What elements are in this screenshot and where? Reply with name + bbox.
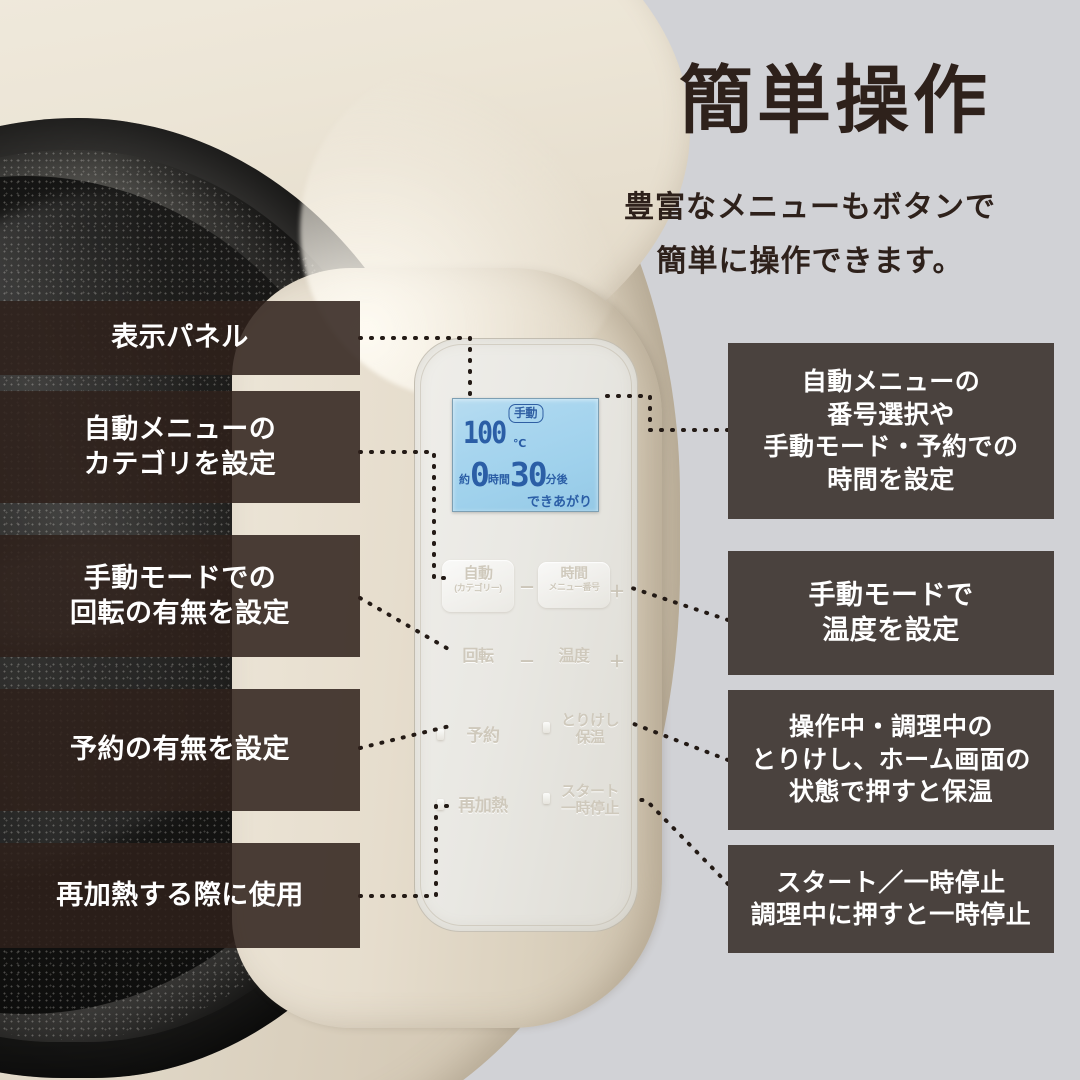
keep-warm-button-label: 保温 [575,728,605,746]
time-minus-button[interactable]: － [519,580,536,597]
time-plus-button[interactable]: ＋ [609,584,626,601]
reserve-button[interactable]: 予約 [450,726,516,752]
temperature-plus-button[interactable]: ＋ [609,654,626,671]
lcd-temperature-unit: ℃ [513,438,527,450]
menu-number-button-label: メニュー番号 [548,581,600,592]
lcd-hours-unit: 時間 [487,474,510,486]
reserve-indicator-led [437,729,444,740]
page-title: 簡単操作 [679,59,991,142]
lcd-minutes-unit: 分後 [545,474,568,486]
start-pause-button[interactable]: スタート 一時停止 [554,783,626,828]
callout-manual-rotation: 手動モードでの 回転の有無を設定 [0,535,360,657]
callout-start-pause-line-1: スタート／一時停止 [776,868,1006,897]
callout-display-panel: 表示パネル [0,301,360,375]
rotate-button-label: 回転 [462,648,494,665]
callout-reserve-setting: 予約の有無を設定 [0,689,360,811]
callout-cancel-keep-warm-line-2: とりけし、ホーム画面の [751,745,1031,774]
lcd-time-row: 約 0 時間 30 分後 [459,453,596,494]
reheat-indicator-led [437,799,444,810]
auto-category-button-label: 自動 [463,565,493,582]
callout-cancel-keep-warm-line-3: 状態で押すと保温 [788,778,993,807]
callout-manual-rotation-line-2: 回転の有無を設定 [70,598,290,628]
lcd-approx-prefix: 約 [459,474,470,486]
callout-auto-menu-number-time-line-2: 番号選択や [827,400,955,429]
callout-start-pause: スタート／一時停止 調理中に押すと一時停止 [728,845,1054,953]
callout-reheat-usage: 再加熱する際に使用 [0,843,360,948]
reserve-button-label: 予約 [466,726,501,745]
callout-manual-temperature-line-1: 手動モードで [808,579,974,610]
callout-auto-menu-number-time-line-1: 自動メニューの [801,368,981,396]
callout-auto-menu-category-line-1: 自動メニューの [83,413,277,444]
temperature-minus-button[interactable]: － [519,654,536,671]
cancel-button-label: とりけし [560,712,620,729]
temperature-button-label: 温度 [558,648,590,665]
lcd-hours-value: 0 [470,454,490,494]
cancel-keep-warm-button[interactable]: とりけし 保温 [554,712,626,757]
lcd-temperature-value: 100 [463,416,507,451]
callout-auto-menu-number-time-line-4: 時間を設定 [827,465,955,494]
lcd-done-label: できあがり [526,494,592,509]
callout-reheat-usage-line-1: 再加熱する際に使用 [56,879,304,910]
callout-auto-menu-number-time: 自動メニューの 番号選択や 手動モード・予約での 時間を設定 [728,343,1054,519]
pause-button-label: 一時停止 [560,799,620,817]
auto-category-button[interactable]: 自動 (カテゴリー) [442,560,514,612]
callout-cancel-keep-warm-line-1: 操作中・調理中の [788,713,993,742]
reheat-button-label: 再加熱 [458,796,508,815]
page-subtitle-line-1: 豊富なメニューもボタンで [624,191,996,224]
callout-manual-rotation-line-1: 手動モードでの [83,562,277,593]
callout-start-pause-line-2: 調理中に押すと一時停止 [750,901,1032,929]
rotate-button[interactable]: 回転 [442,648,514,674]
auto-category-button-sublabel: (カテゴリー) [454,582,502,593]
start-button-label: スタート [560,783,620,800]
start-indicator-led [543,793,550,804]
time-menu-number-button[interactable]: 時間 メニュー番号 [538,562,610,608]
cancel-indicator-led [543,722,550,733]
callout-manual-temperature-line-2: 温度を設定 [822,615,960,645]
callout-auto-menu-number-time-line-3: 手動モード・予約での [763,433,1019,461]
lcd-mode-badge: 手動 [507,404,544,423]
callout-cancel-keep-warm: 操作中・調理中の とりけし、ホーム画面の 状態で押すと保温 [728,690,1054,830]
callout-manual-temperature: 手動モードで 温度を設定 [728,551,1054,675]
lcd-minutes-value: 30 [509,454,548,494]
callout-reserve-setting-line-1: 予約の有無を設定 [70,734,290,765]
callout-auto-menu-category-line-2: カテゴリを設定 [83,449,277,479]
callout-display-panel-line-1: 表示パネル [111,322,249,353]
temperature-button[interactable]: 温度 [538,648,610,674]
callout-auto-menu-category: 自動メニューの カテゴリを設定 [0,391,360,503]
reheat-button[interactable]: 再加熱 [450,796,516,822]
lcd-display: 手動 100 ℃ 約 0 時間 30 分後 できあがり [452,398,599,512]
time-button-label: 時間 [560,565,589,581]
page-subtitle-line-2: 簡単に操作できます。 [656,245,964,278]
